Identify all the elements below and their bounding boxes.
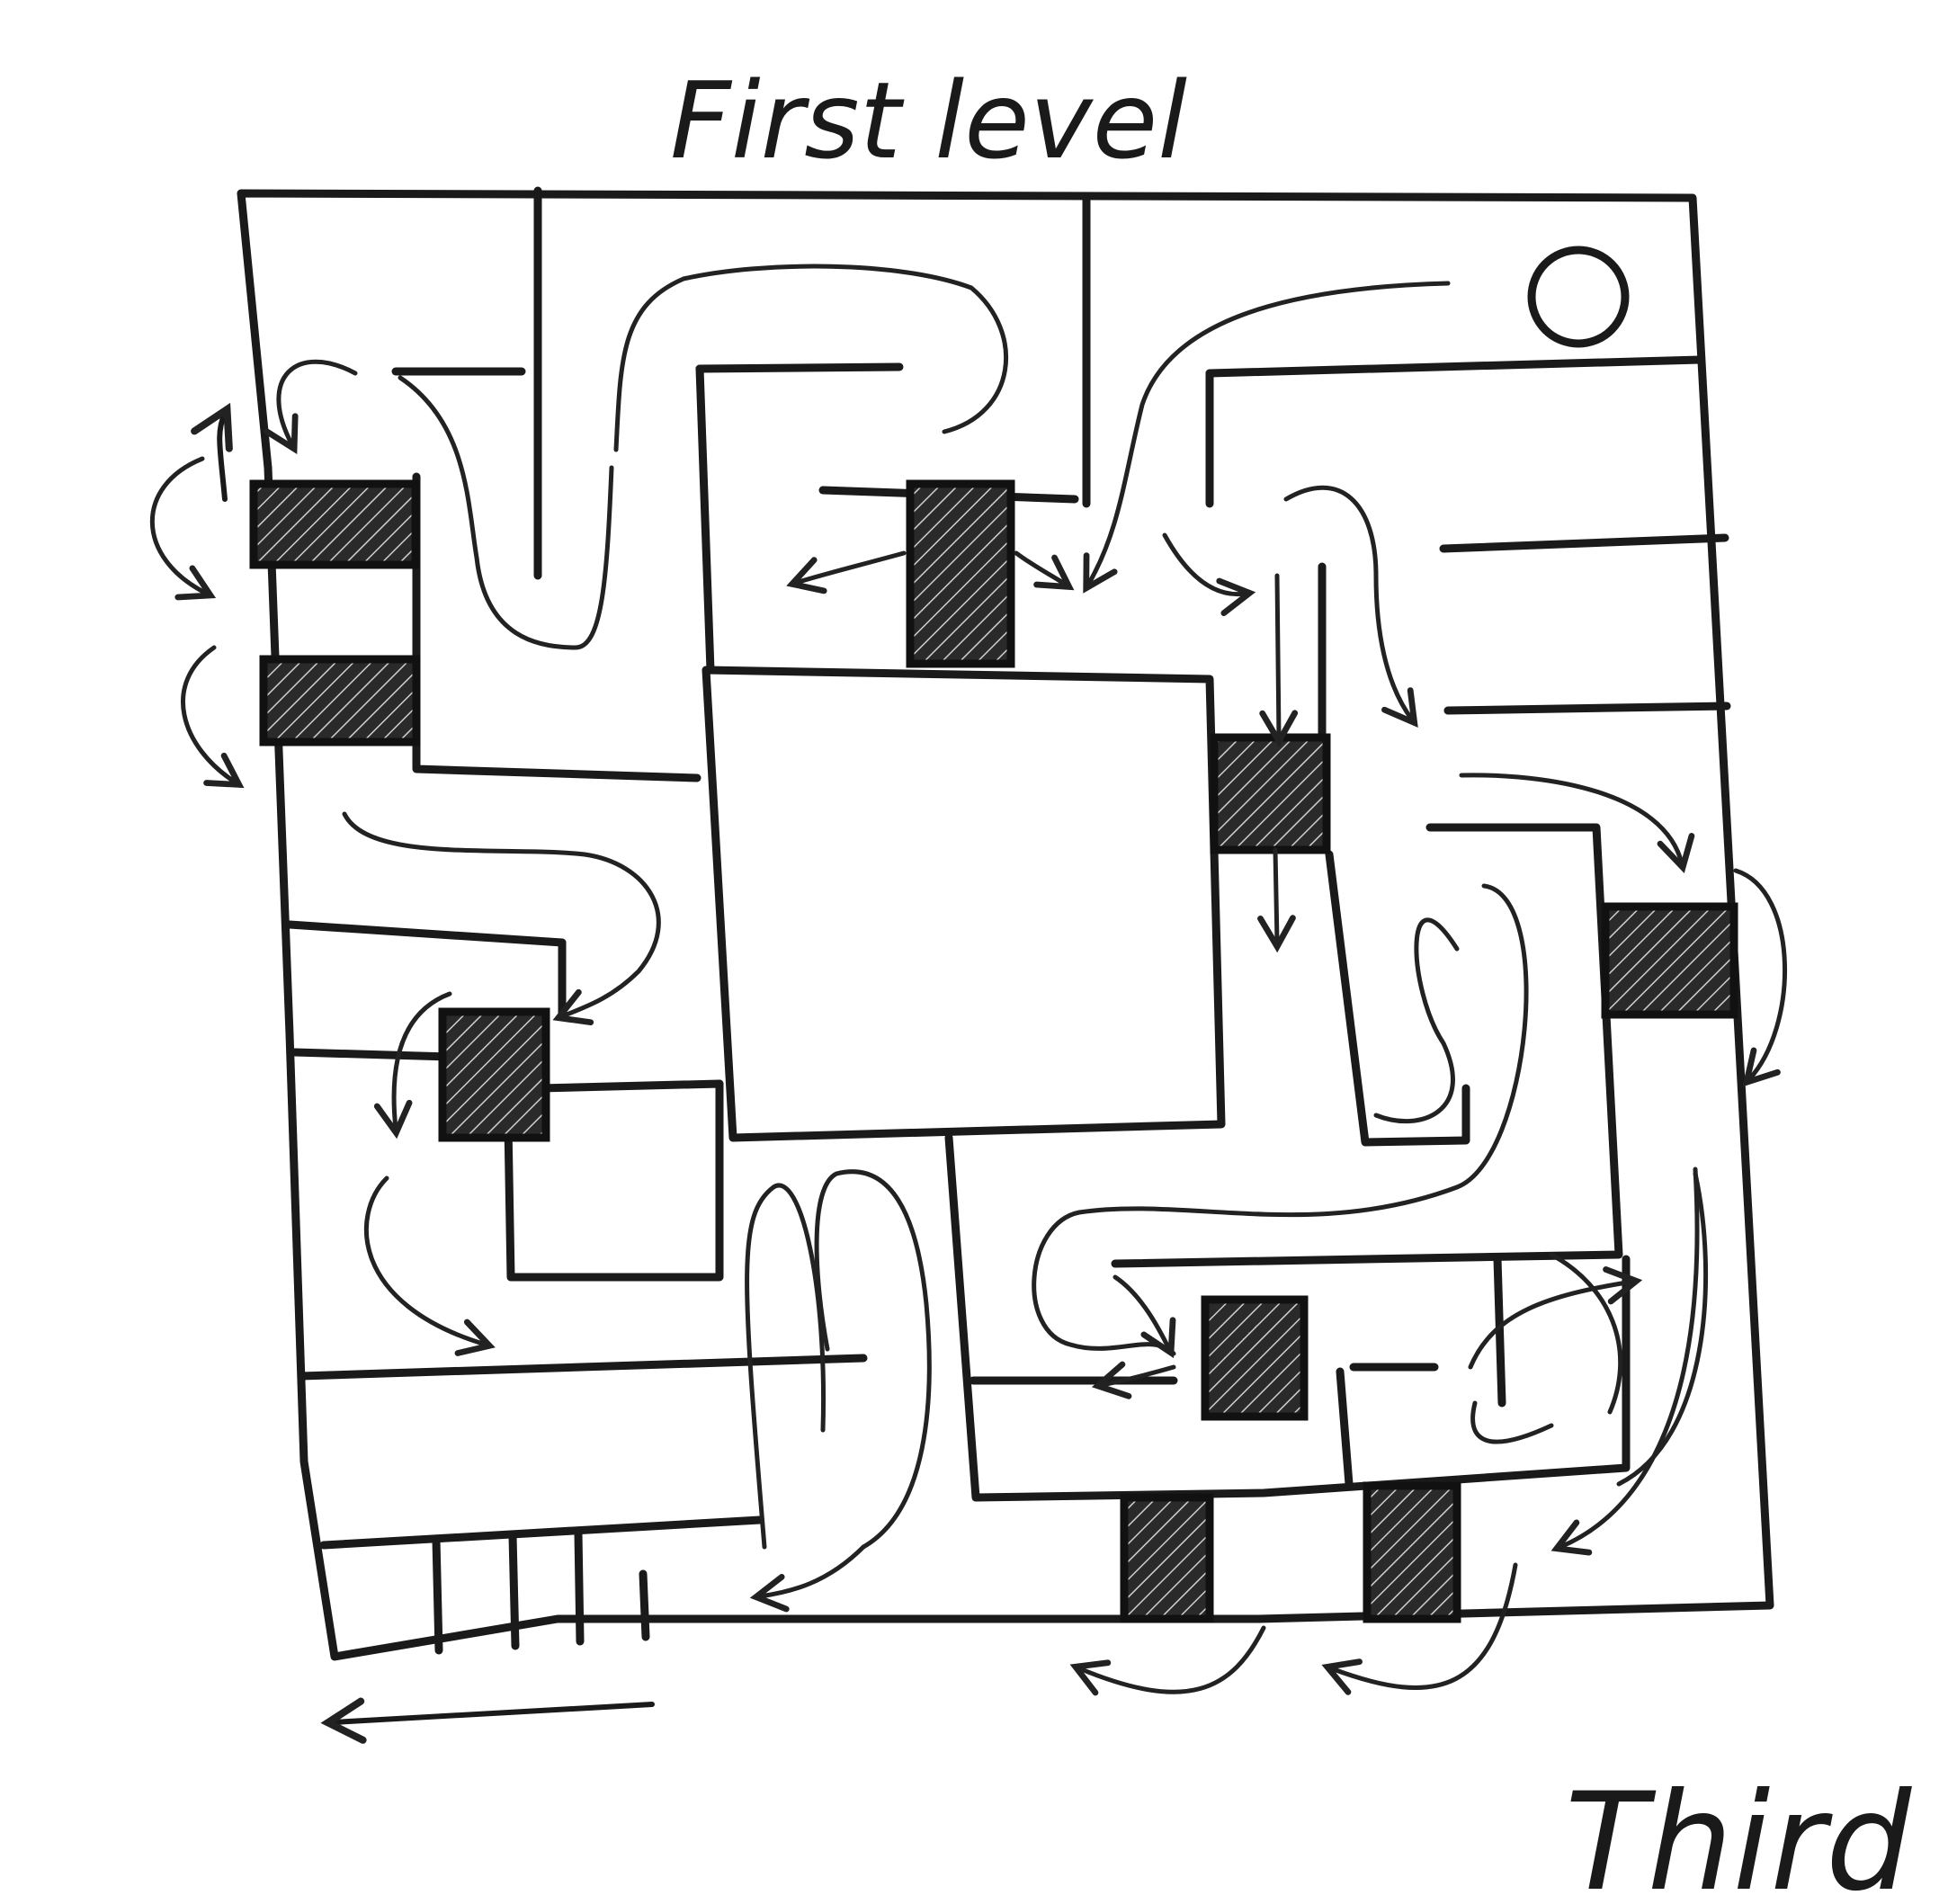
arrow-icon [747,1185,824,1547]
ladder-rung [643,1574,646,1637]
arrow-icon [1376,920,1457,1122]
hatched-block-icon [1124,1497,1210,1619]
hatched-block-icon [910,484,1011,664]
diagram-title: First level [670,58,1187,183]
arrow-icon [344,814,658,1016]
wall-segment [1115,827,1619,1264]
arrow-icon [1088,283,1448,585]
wall-segment [1210,360,1700,373]
hatched-block-icon [1605,907,1734,1015]
ladder-rung [513,1536,515,1646]
wall-segment [700,369,710,670]
arrow-icon [183,648,236,782]
arrow-icon [400,378,612,648]
outer-wall [241,193,1770,1657]
circle-icon [1532,250,1625,344]
ladder-rung [436,1540,439,1650]
wall-segment [301,1358,863,1376]
wall-segment [295,1052,450,1057]
arrow-icon [1034,886,1526,1354]
arrow-icon [279,362,355,445]
arrow-icon [760,1547,863,1596]
arrow-icon [1277,576,1279,737]
wall-segment [1329,854,1466,1142]
arrow-icon [1165,535,1246,594]
center-room [706,670,1221,1138]
wall-segment [700,367,899,369]
arrow-icon [616,266,1006,450]
ladder-rung [578,1533,580,1641]
arrow-icon [1286,487,1412,720]
arrow-icon [796,553,904,583]
arrow-icon [333,1704,652,1722]
hatched-block-icon [254,484,416,565]
arrow-icon [366,1178,486,1345]
arrow-icon [1016,553,1066,585]
wall-segment [540,1084,719,1088]
hatched-block-icon [1367,1486,1457,1619]
arrow-icon [1115,1277,1169,1349]
corner-label: Third [1565,1765,1912,1904]
arrow-icon [1461,775,1682,863]
hatched-block-icon [1214,737,1327,850]
arrow-icon [152,459,207,594]
wall-segment [416,477,697,778]
arrow-icon [1079,1628,1264,1692]
hatched-block-icon [264,659,416,742]
wall-segment [1340,1372,1349,1484]
wall-segment [1448,706,1727,711]
hatched-block-icon [1205,1300,1304,1417]
arrow-icon [1275,850,1277,943]
arrow-icon [1551,1255,1621,1412]
hatched-block-icon [442,1012,546,1138]
wall-segment [324,1520,760,1545]
wall-segment [1443,538,1725,549]
wall-segment [290,925,562,943]
arrow-icon [1473,1403,1551,1442]
arrow-icon [219,414,225,499]
